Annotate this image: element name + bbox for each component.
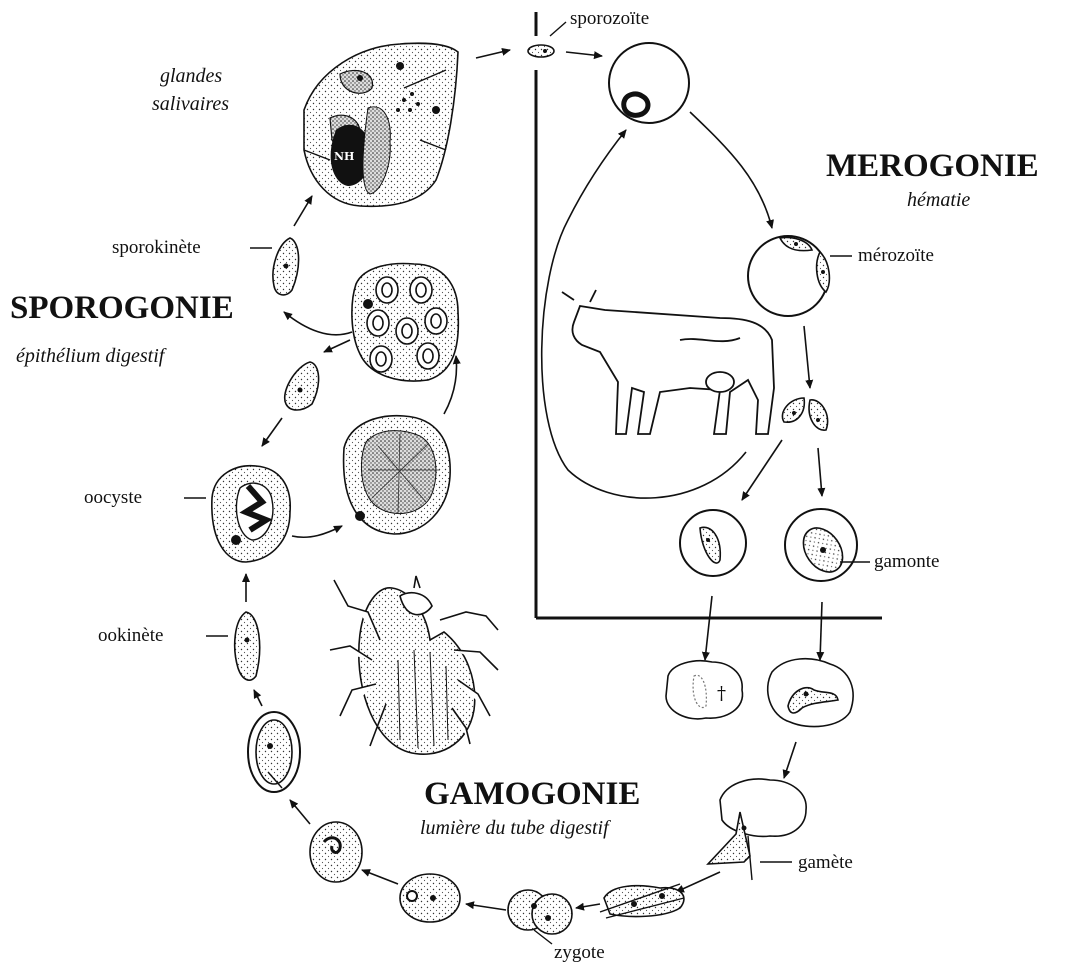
ookinete-stage: ookinète — [98, 612, 260, 680]
sporogonie-section: SPOROGONIE épithélium digestif — [10, 290, 234, 367]
sporokinete-stage: sporokinète — [112, 237, 299, 295]
glandes-label-line2: salivaires — [152, 93, 229, 115]
merogonie-subtitle: hématie — [907, 189, 970, 211]
ookinete-in-cell — [248, 712, 300, 792]
salivary-gland: glandes salivaires NH — [152, 43, 458, 206]
merozoite-rbc: mérozoïte — [748, 236, 934, 316]
lysing-cell-left: † — [666, 661, 743, 719]
fusing-gametes — [600, 884, 684, 918]
free-sporokinete — [285, 362, 319, 410]
gamont-rbc-right: gamonte — [785, 509, 939, 581]
free-merozoites — [782, 398, 827, 430]
sporogonie-subtitle: épithélium digestif — [16, 345, 167, 367]
tick-illustration — [330, 576, 498, 754]
gamete-label: gamète — [798, 852, 853, 873]
sporokinete-label: sporokinète — [112, 237, 201, 258]
gamete-stage: gamète — [708, 779, 853, 880]
multinucleate-oocyst — [344, 416, 451, 534]
zygote-label: zygote — [554, 942, 605, 963]
gamogonie-section: GAMOGONIE lumière du tube digestif — [420, 776, 640, 839]
merozoite-label: mérozoïte — [858, 245, 934, 266]
merogonie-title: MEROGONIE — [826, 148, 1039, 184]
sporoblast-cell — [352, 264, 458, 381]
svg-text:†: † — [717, 683, 726, 704]
gamogonie-title: GAMOGONIE — [424, 776, 640, 812]
sporozoite-label: sporozoïte — [570, 8, 649, 29]
infected-rbc — [609, 43, 689, 123]
early-ookinete — [400, 874, 460, 922]
zygote-stage: zygote — [508, 890, 605, 963]
cow-illustration — [562, 290, 774, 434]
merogonie-section: MEROGONIE hématie — [826, 148, 1039, 211]
gamont-rbc-left — [680, 510, 746, 576]
ookinete-label: ookinète — [98, 625, 163, 646]
developing-ookinete — [310, 822, 362, 882]
gamonte-label: gamonte — [874, 551, 939, 572]
lysing-cell-right — [768, 659, 853, 727]
oocyste-label: oocyste — [84, 487, 142, 508]
gamogonie-subtitle: lumière du tube digestif — [420, 817, 611, 839]
sporogonie-title: SPOROGONIE — [10, 290, 234, 326]
nh-label: NH — [334, 150, 354, 163]
oocyste-stage: oocyste — [84, 466, 290, 562]
glandes-label-line1: glandes — [160, 65, 222, 87]
